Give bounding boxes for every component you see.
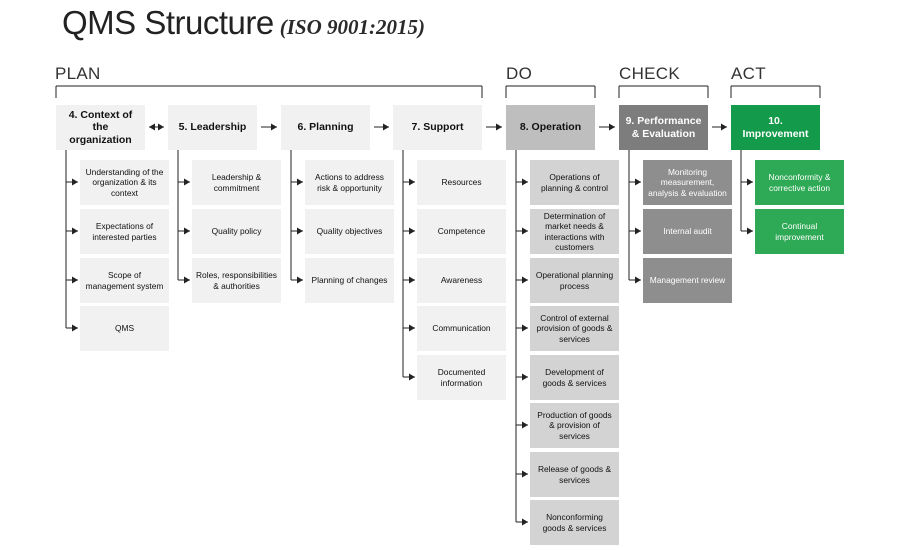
flow-arrow-head-5 (721, 123, 727, 131)
clause-4-context-box: 4. Context of the organization (56, 105, 145, 150)
clause-4-connector-arrow-6 (522, 470, 528, 478)
clause-3-connector-arrow-2 (409, 276, 415, 284)
clause-4-item-4: QMS (80, 306, 169, 351)
phase-label-plan: PLAN (55, 64, 101, 83)
flow-arrow-head-3 (496, 123, 502, 131)
clause-8-operation-box: 8. Operation (506, 105, 595, 150)
clause-0-connector-arrow-2 (72, 276, 78, 284)
flow-arrow-head-0 (158, 123, 164, 131)
clause-5-item-1: Leadership & commitment (192, 160, 281, 205)
clause-5-connector-arrow-0 (635, 178, 641, 186)
clause-8-item-3: Operational planning process (530, 258, 619, 303)
phase-label-act: ACT (731, 64, 766, 83)
clause-8-item-4: Control of external provision of goods &… (530, 306, 619, 351)
title-subtitle: (ISO 9001:2015) (279, 15, 425, 39)
clause-2-connector-arrow-2 (297, 276, 303, 284)
clause-3-connector-arrow-4 (409, 373, 415, 381)
clause-7-item-3: Awareness (417, 258, 506, 303)
clause-1-connector-arrow-1 (184, 227, 190, 235)
clause-4-connector-arrow-0 (522, 178, 528, 186)
clause-1-connector-arrow-2 (184, 276, 190, 284)
clause-7-support-box: 7. Support (393, 105, 482, 150)
clause-6-item-3: Planning of changes (305, 258, 394, 303)
clause-5-connector-arrow-2 (635, 276, 641, 284)
clause-8-item-6: Production of goods & provision of servi… (530, 403, 619, 448)
clause-3-connector-arrow-0 (409, 178, 415, 186)
clause-0-connector-arrow-1 (72, 227, 78, 235)
clause-8-item-7: Release of goods & services (530, 452, 619, 497)
clause-0-connector-arrow-0 (72, 178, 78, 186)
clause-4-connector-arrow-5 (522, 421, 528, 429)
clause-8-item-5: Development of goods & services (530, 355, 619, 400)
flow-arrow-head-2 (383, 123, 389, 131)
clause-5-connector-arrow-1 (635, 227, 641, 235)
clause-4-item-1: Understanding of the organization & its … (80, 160, 169, 205)
clause-10-item-2: Continual improvement (755, 209, 844, 254)
clause-9-performance-box: 9. Performance & Evaluation (619, 105, 708, 150)
clause-7-item-2: Competence (417, 209, 506, 254)
clause-7-item-5: Documented information (417, 355, 506, 400)
clause-9-item-2: Internal audit (643, 209, 732, 254)
title-main: QMS Structure (62, 4, 274, 41)
flow-arrow-head-4 (609, 123, 615, 131)
clause-0-connector-arrow-3 (72, 324, 78, 332)
clause-4-item-3: Scope of management system (80, 258, 169, 303)
clause-10-item-1: Nonconformity & corrective action (755, 160, 844, 205)
flow-arrow-tail-0 (149, 123, 155, 131)
clause-4-connector-arrow-4 (522, 373, 528, 381)
clause-4-item-2: Expectations of interested parties (80, 209, 169, 254)
clause-7-item-1: Resources (417, 160, 506, 205)
phase-label-check: CHECK (619, 64, 681, 83)
clause-9-item-1: Monitoring measurement, analysis & evalu… (643, 160, 732, 205)
clause-6-planning-box: 6. Planning (281, 105, 370, 150)
flow-arrow-head-1 (271, 123, 277, 131)
clause-5-item-2: Quality policy (192, 209, 281, 254)
clause-10-improvement-box: 10. Improvement (731, 105, 820, 150)
clause-2-connector-arrow-1 (297, 227, 303, 235)
clause-4-connector-arrow-7 (522, 518, 528, 526)
clause-6-item-1: Actions to address risk & opportunity (305, 160, 394, 205)
clause-6-connector-arrow-0 (747, 178, 753, 186)
clause-7-item-4: Communication (417, 306, 506, 351)
clause-4-connector-arrow-2 (522, 276, 528, 284)
clause-1-connector-arrow-0 (184, 178, 190, 186)
clause-5-leadership-box: 5. Leadership (168, 105, 257, 150)
clause-4-connector-arrow-1 (522, 227, 528, 235)
clause-9-item-3: Management review (643, 258, 732, 303)
clause-8-item-1: Operations of planning & control (530, 160, 619, 205)
clause-6-connector-arrow-1 (747, 227, 753, 235)
page-title: QMS Structure(ISO 9001:2015) (62, 4, 425, 42)
phase-label-do: DO (506, 64, 533, 83)
clause-6-item-2: Quality objectives (305, 209, 394, 254)
clause-3-connector-arrow-1 (409, 227, 415, 235)
clause-4-connector-arrow-3 (522, 324, 528, 332)
clause-8-item-2: Determination of market needs & interact… (530, 209, 619, 254)
clause-2-connector-arrow-0 (297, 178, 303, 186)
clause-8-item-8: Nonconforming goods & services (530, 500, 619, 545)
clause-3-connector-arrow-3 (409, 324, 415, 332)
clause-5-item-3: Roles, responsibilities & authorities (192, 258, 281, 303)
